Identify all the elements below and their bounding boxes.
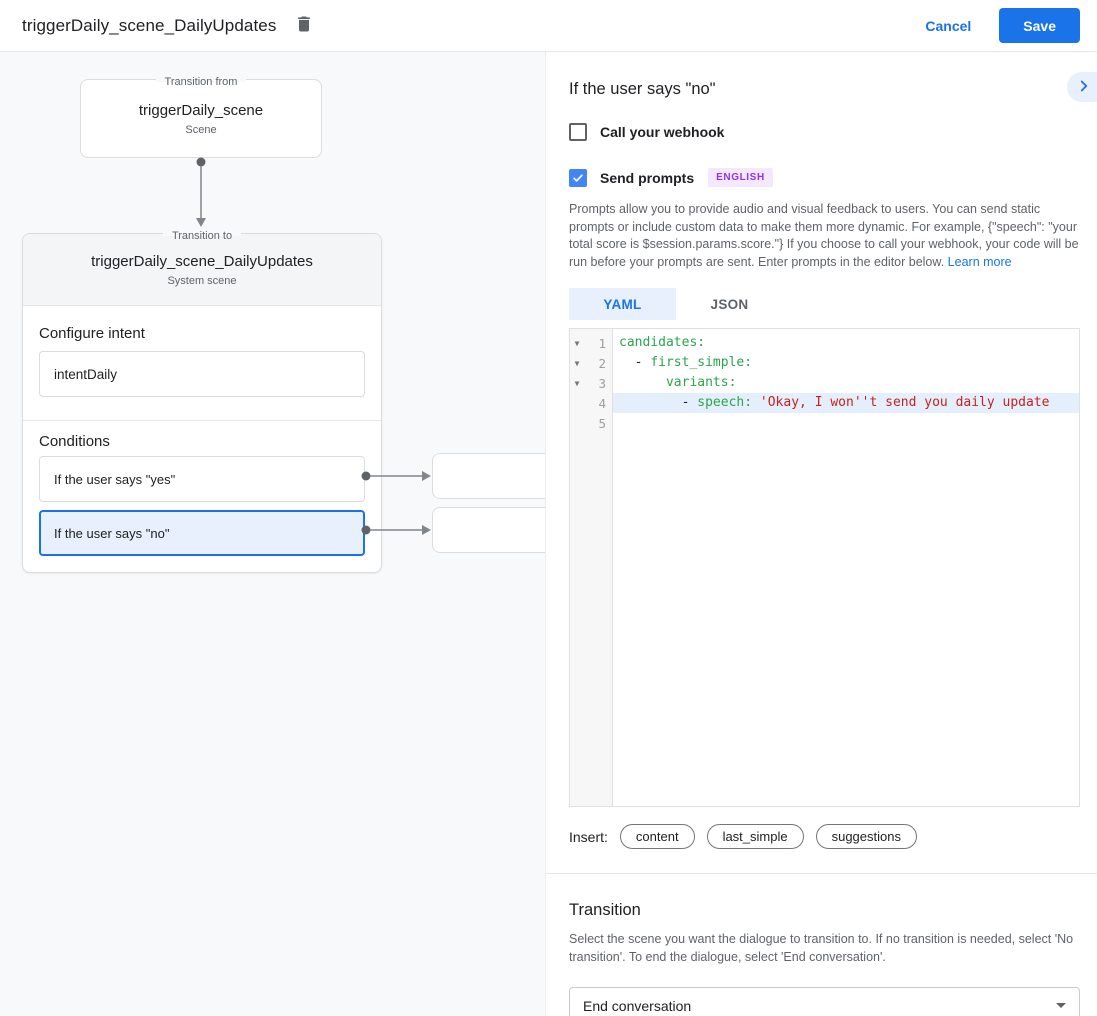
transition-to-card: Transition to triggerDaily_scene_DailyUp… — [22, 230, 382, 573]
send-prompts-checkbox[interactable] — [569, 168, 587, 187]
insert-chips: content last_simple suggestions — [608, 824, 917, 849]
language-badge: ENGLISH — [708, 168, 773, 187]
insert-chip-suggestions[interactable]: suggestions — [815, 824, 917, 849]
transition-from-legend: Transition from — [81, 72, 321, 90]
send-prompts-label: Send prompts — [600, 169, 695, 186]
insert-chip-last_simple[interactable]: last_simple — [706, 824, 804, 849]
call-webhook-label: Call your webhook — [600, 124, 725, 140]
trash-icon — [294, 14, 314, 37]
code-line[interactable]: - first_simple: — [613, 353, 1079, 373]
prompt-section: If the user says "no" Call your webhook … — [546, 52, 1097, 874]
code-token-plain — [752, 395, 760, 410]
transition-select[interactable]: End conversation — [569, 987, 1080, 1016]
code-token-key: candidates: — [619, 335, 706, 350]
conditions-label: Conditions — [39, 433, 110, 450]
save-button[interactable]: Save — [999, 8, 1080, 43]
code-line[interactable]: variants: — [613, 373, 1079, 393]
condition-detail-panel: If the user says "no" Call your webhook … — [545, 52, 1097, 1016]
card-divider — [23, 420, 381, 421]
configure-intent-label: Configure intent — [39, 325, 145, 342]
insert-chip-content[interactable]: content — [619, 824, 695, 849]
code-token-key: first_simple: — [650, 355, 753, 370]
dropdown-caret-icon — [1056, 1003, 1066, 1008]
code-line[interactable]: candidates: — [613, 333, 1079, 353]
gutter-line[interactable]: ▼2 — [570, 353, 612, 373]
fold-arrow-icon[interactable]: ▼ — [574, 338, 580, 348]
code-line[interactable]: - speech: 'Okay, I won''t send you daily… — [613, 393, 1079, 413]
call-webhook-checkbox[interactable] — [569, 123, 587, 141]
chevron-right-icon — [1075, 77, 1093, 98]
to-scene-type: System scene — [167, 274, 237, 287]
tab-json[interactable]: JSON — [710, 296, 749, 312]
arrowhead-right-icon — [422, 471, 431, 481]
code-token-plain — [619, 375, 666, 390]
transition-to-legend: Transition to — [23, 226, 381, 244]
transition-select-value: End conversation — [583, 997, 692, 1014]
line-number: 1 — [598, 335, 606, 351]
transition-section: Transition Select the scene you want the… — [546, 874, 1097, 1016]
fold-arrow-icon[interactable]: ▼ — [574, 378, 580, 388]
code-token-string: 'Okay, I won''t send you daily update — [759, 395, 1050, 410]
code-token-plain: - — [619, 395, 698, 410]
insert-row: Insert: content last_simple suggestions — [569, 824, 1080, 849]
condition-item-no[interactable]: If the user says "no" — [39, 510, 365, 556]
arrowhead-down-icon — [196, 218, 206, 227]
transition-target-box[interactable] — [432, 507, 545, 553]
gutter-line[interactable]: ▼1 — [570, 333, 612, 353]
condition-item-yes[interactable]: If the user says "yes" — [39, 456, 365, 502]
gutter-line: 4 — [570, 393, 612, 413]
line-number: 4 — [598, 395, 606, 411]
gutter-line[interactable]: ▼3 — [570, 373, 612, 393]
panel-title: If the user says "no" — [569, 80, 716, 98]
prompts-description: Prompts allow you to provide audio and v… — [569, 202, 1079, 269]
transition-from-node[interactable]: Transition from triggerDaily_scene Scene — [80, 76, 322, 158]
code-token-key: speech: — [697, 395, 753, 410]
to-scene-name: triggerDaily_scene_DailyUpdates — [91, 252, 313, 270]
arrowhead-right-icon — [422, 525, 431, 535]
tab-yaml[interactable]: YAML — [569, 288, 676, 320]
checkmark-icon — [573, 173, 583, 182]
webhook-row: Call your webhook — [569, 123, 1080, 141]
editor-tabs: YAML JSON — [569, 288, 1080, 320]
from-scene-name: triggerDaily_scene — [138, 101, 264, 119]
line-number: 3 — [598, 375, 606, 391]
code-token-key: variants: — [665, 375, 737, 390]
cancel-button[interactable]: Cancel — [925, 17, 972, 34]
transition-title: Transition — [569, 901, 641, 919]
connector-dot — [196, 157, 206, 167]
collapse-panel-button[interactable] — [1067, 72, 1097, 102]
editor-code-area[interactable]: candidates: - first_simple: variants: - … — [613, 329, 1079, 806]
gutter-line: 5 — [570, 413, 612, 433]
code-token-plain: - — [619, 355, 651, 370]
from-scene-type: Scene — [185, 123, 217, 136]
page-title: triggerDaily_scene_DailyUpdates — [22, 15, 277, 35]
insert-label: Insert: — [569, 828, 608, 845]
editor-header: triggerDaily_scene_DailyUpdates Cancel S… — [0, 0, 1097, 52]
send-prompts-row: Send prompts ENGLISH — [569, 168, 1080, 187]
delete-scene-button[interactable] — [294, 14, 314, 37]
transition-target-box[interactable] — [432, 453, 545, 499]
line-number: 2 — [598, 355, 606, 371]
scene-flow-canvas: Transition from triggerDaily_scene Scene… — [0, 52, 545, 1016]
to-scene-header[interactable]: Transition to triggerDaily_scene_DailyUp… — [23, 230, 381, 306]
learn-more-link[interactable]: Learn more — [947, 254, 1012, 269]
line-number: 5 — [598, 415, 606, 431]
to-scene-body: Configure intent intentDaily Conditions … — [23, 306, 381, 572]
transition-description: Select the scene you want the dialogue t… — [569, 932, 1074, 964]
fold-arrow-icon[interactable]: ▼ — [574, 358, 580, 368]
code-line[interactable] — [613, 413, 1079, 433]
intent-field[interactable]: intentDaily — [39, 351, 365, 397]
